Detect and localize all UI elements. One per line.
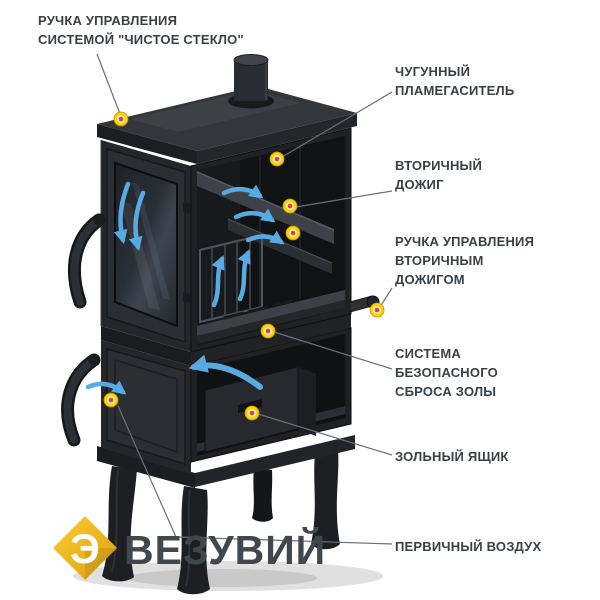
ash-compartment xyxy=(101,327,352,474)
label-line: СБРОСА ЗОЛЫ xyxy=(395,384,497,399)
brand-logo-icon: Э xyxy=(53,516,117,580)
marker-dot-clean-glass xyxy=(113,111,129,127)
label-line: БЕЗОПАСНОГО xyxy=(395,365,498,380)
marker-dot-flame-arrester xyxy=(269,151,285,167)
label-line: ВТОРИЧНЫМ xyxy=(395,253,484,268)
log-grate xyxy=(199,233,263,324)
label-line: ДОЖИГОМ xyxy=(395,272,465,287)
chimney-pipe xyxy=(228,54,274,109)
middle-band xyxy=(101,314,351,366)
marker-dot-secondary-burn-1 xyxy=(282,198,298,214)
label-line: ПЕРВИЧНЫЙ ВОЗДУХ xyxy=(395,539,542,554)
marker-dot-secondary-handle xyxy=(369,302,385,318)
label-line: РУЧКА УПРАВЛЕНИЯ xyxy=(395,234,535,249)
firebox-door xyxy=(106,147,191,344)
label-primary-air: ПЕРВИЧНЫЙ ВОЗДУХ xyxy=(395,537,541,556)
brand-logo-glyph: Э xyxy=(70,525,100,572)
marker-dot-ash-safety xyxy=(260,323,276,339)
label-line: СИСТЕМОЙ "ЧИСТОЕ СТЕКЛО" xyxy=(38,32,244,47)
label-secondary-burn-handle: РУЧКА УПРАВЛЕНИЯ ВТОРИЧНЫМ ДОЖИГОМ xyxy=(395,232,534,289)
label-line: РУЧКА УПРАВЛЕНИЯ xyxy=(38,13,178,28)
label-secondary-burn: ВТОРИЧНЫЙ ДОЖИГ xyxy=(395,156,482,194)
primary-air-arrow xyxy=(188,354,263,390)
floor-shadow xyxy=(73,561,383,591)
combustion-arrow xyxy=(237,249,251,302)
door-handle-upper xyxy=(67,213,106,309)
secondary-air-arrow xyxy=(233,208,276,223)
marker-dot-ash-box xyxy=(244,405,260,421)
label-ash-safety-system: СИСТЕМА БЕЗОПАСНОГО СБРОСА ЗОЛЫ xyxy=(395,344,498,401)
label-line: СИСТЕМА xyxy=(395,346,462,361)
stove-legs xyxy=(102,446,340,595)
label-line: ВТОРИЧНЫЙ xyxy=(395,158,483,173)
door-handle-lower xyxy=(61,353,101,447)
leader-lines xyxy=(96,53,393,545)
ash-door-panel xyxy=(114,358,178,454)
door-glass xyxy=(114,161,178,328)
label-flame-arrester: ЧУГУННЫЙ ПЛАМЕГАСИТЕЛЬ xyxy=(395,62,514,100)
label-line: ЧУГУННЫЙ xyxy=(395,64,471,79)
combustion-arrow xyxy=(211,255,225,308)
marker-dot-primary-air xyxy=(103,392,119,408)
label-line: ПЛАМЕГАСИТЕЛЬ xyxy=(395,83,515,98)
label-line: ДОЖИГ xyxy=(395,177,444,192)
airwash-arrow xyxy=(113,181,131,245)
marker-dot-secondary-burn-2 xyxy=(285,225,301,241)
stove-base xyxy=(97,435,355,488)
label-ash-box: ЗОЛЬНЫЙ ЯЩИК xyxy=(395,447,509,466)
hearth-floor xyxy=(197,290,345,344)
airwash-arrow xyxy=(128,190,146,252)
secondary-air-arrow xyxy=(245,230,285,245)
primary-air-arrow xyxy=(85,380,127,395)
marker-dots xyxy=(103,111,385,421)
airflow-arrows xyxy=(85,181,285,395)
secondary-air-arrow xyxy=(221,184,264,199)
brand-wordmark: ВЕЗУВИЙ xyxy=(124,527,327,573)
label-line: ЗОЛЬНЫЙ ЯЩИК xyxy=(395,449,509,464)
label-clean-glass-system: РУЧКА УПРАВЛЕНИЯ СИСТЕМОЙ "ЧИСТОЕ СТЕКЛО… xyxy=(38,11,244,49)
